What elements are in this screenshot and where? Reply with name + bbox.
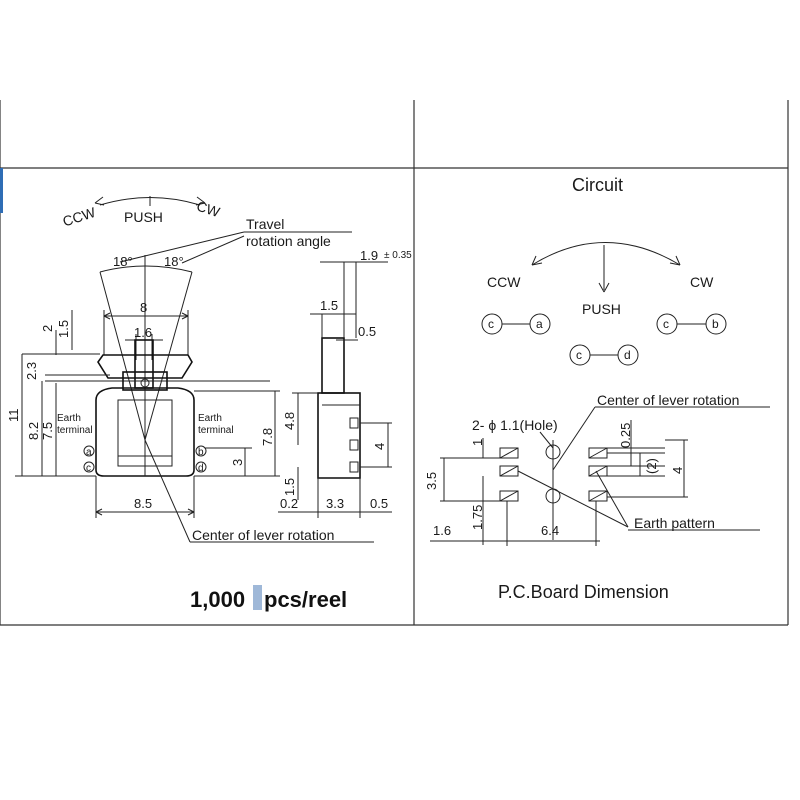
side-view <box>317 337 361 479</box>
angle-left-label: 18° <box>113 254 133 269</box>
circuit-title: Circuit <box>572 175 623 195</box>
circuit-arcs <box>531 242 681 293</box>
node-c2: c <box>663 317 669 331</box>
earth-terminal-left-line2: terminal <box>57 425 93 436</box>
side-dim-1-5-top: 1.5 <box>320 298 338 313</box>
side-dim-1-5-bottom: 1.5 <box>282 478 297 496</box>
accent-marker <box>0 168 3 213</box>
qty-unit: pcs/reel <box>264 587 347 612</box>
side-view-dims: 1.9 ± 0.35 1.5 0.5 4.8 4 1.5 0.2 3.3 0.5 <box>278 248 412 518</box>
side-dim-0-2: 0.2 <box>280 496 298 511</box>
dim-7-5-text: 7.5 <box>40 422 55 440</box>
pcb-dim-1: 1 <box>470 439 485 446</box>
pcb-dim-1-75: 1.75 <box>470 505 485 530</box>
dim-1-6-text: 1.6 <box>134 325 152 340</box>
left-vertical-dims: 2 1.5 2.3 11 8.2 7.5 <box>6 310 100 477</box>
angle-right-label: 18° <box>164 254 184 269</box>
text-cursor-highlight <box>253 585 262 610</box>
node-d: d <box>624 348 631 362</box>
rotation-indicator: CCW PUSH CW <box>61 196 223 230</box>
pin-c: c <box>86 463 91 474</box>
node-b: b <box>712 317 719 331</box>
side-dim-4-8: 4.8 <box>282 412 297 430</box>
table-frame <box>0 100 789 626</box>
dim-base-8-5: 8.5 <box>95 476 195 518</box>
side-dim-3-3: 3.3 <box>326 496 344 511</box>
cw-label: CW <box>195 198 223 221</box>
pcb-dim-3-5: 3.5 <box>424 472 439 490</box>
side-dim-4: 4 <box>372 443 387 450</box>
side-dim-tolerance: ± 0.35 <box>384 250 412 261</box>
dim-8-text: 8 <box>140 300 147 315</box>
earth-pattern-callout: Earth pattern <box>517 470 760 531</box>
lever-front-view <box>45 339 270 477</box>
node-c1: c <box>488 317 494 331</box>
earth-terminal-left-line1: Earth <box>57 413 81 424</box>
pin-a: a <box>86 447 92 458</box>
rotation-angle-label: rotation angle <box>246 233 331 249</box>
pcb-dim-6-4: 6.4 <box>541 523 559 538</box>
ccw-label: CCW <box>61 204 98 230</box>
earth-terminal-right-line2: terminal <box>198 425 234 436</box>
pin-markers: a c b d <box>83 445 207 474</box>
qty-number: 1,000 <box>190 587 245 612</box>
dim-2-text: 2 <box>40 325 55 332</box>
dim-3-text: 3 <box>230 459 245 466</box>
circuit-ccw-label: CCW <box>487 274 521 290</box>
hole-label: 2- ϕ 1.1(Hole) <box>472 417 558 433</box>
dim-width-8: 8 <box>103 300 189 355</box>
center-lever-label-left: Center of lever rotation <box>192 527 334 543</box>
push-label: PUSH <box>124 209 163 225</box>
center-callout-left: Center of lever rotation <box>144 439 374 543</box>
pcb-center-label: Center of lever rotation <box>597 392 739 408</box>
pin-b: b <box>198 447 204 458</box>
pcb-dim-1-6: 1.6 <box>433 523 451 538</box>
pcb-dim-4: 4 <box>670 467 685 474</box>
pcb-dims: 3.5 1 1.75 0.25 (2) 4 1.6 6.4 <box>424 420 688 546</box>
angle-dimension: 18° 18° <box>99 254 193 441</box>
earth-pattern-label: Earth pattern <box>634 515 715 531</box>
circuit-nodes: c a c b c d <box>481 313 727 366</box>
dim-7-8-text: 7.8 <box>260 428 275 446</box>
travel-label: Travel <box>246 216 284 232</box>
pcb-pads <box>499 440 608 540</box>
node-c3: c <box>576 348 582 362</box>
side-dim-1-9: 1.9 <box>360 248 378 263</box>
earth-terminal-right-line1: Earth <box>198 413 222 424</box>
side-dim-0-5-bottom: 0.5 <box>370 496 388 511</box>
pin-d: d <box>198 463 204 474</box>
dim-8-5-text: 8.5 <box>134 496 152 511</box>
travel-rotation-callout: Travel rotation angle <box>119 216 352 264</box>
dim-2-3-text: 2.3 <box>24 362 39 380</box>
pcb-dimension-title: P.C.Board Dimension <box>498 582 669 602</box>
pcb-dim-2: (2) <box>644 458 659 474</box>
dim-11-text: 11 <box>6 409 21 423</box>
body-right-dims: 7.8 3 <box>194 390 280 477</box>
dim-1-5-text: 1.5 <box>56 320 71 338</box>
pcb-dim-0-25: 0.25 <box>618 423 633 448</box>
dim-8-2-text: 8.2 <box>26 422 41 440</box>
circuit-push-label: PUSH <box>582 301 621 317</box>
node-a: a <box>536 317 543 331</box>
circuit-cw-label: CW <box>690 274 714 290</box>
side-dim-0-5-top: 0.5 <box>358 324 376 339</box>
